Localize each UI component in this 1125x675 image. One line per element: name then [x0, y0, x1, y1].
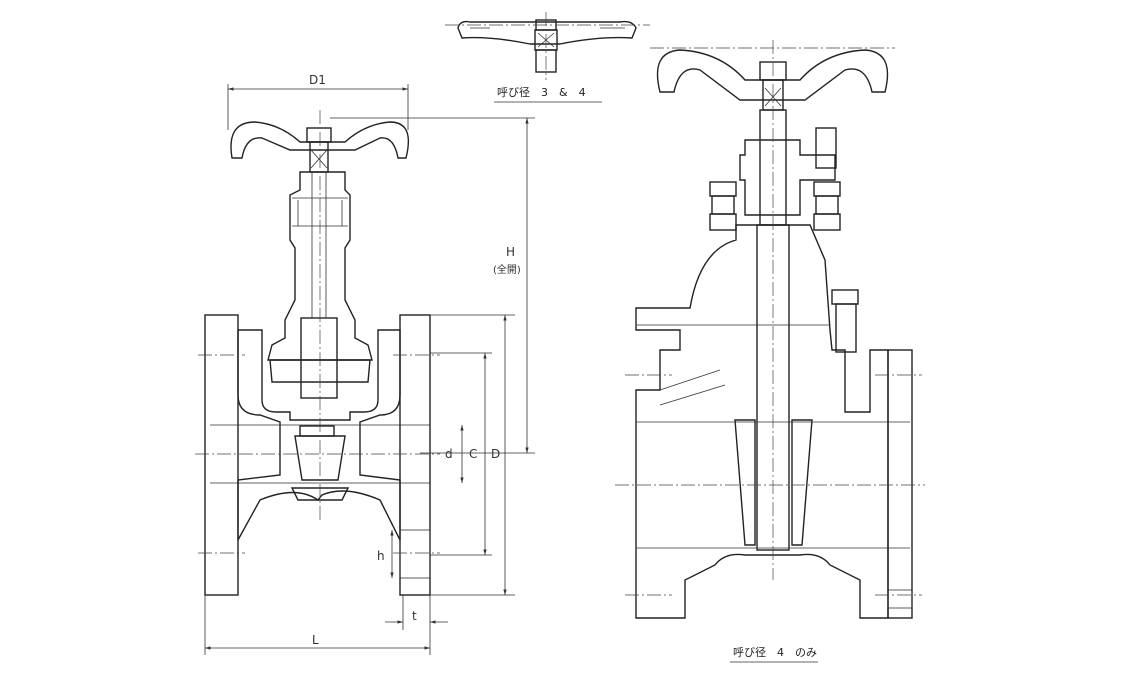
- dim-label-D1: D1: [309, 73, 326, 87]
- dim-label-D: D: [491, 447, 500, 461]
- caption-top-view: 呼び径 3 & 4: [497, 86, 586, 99]
- dimension-lines: [204, 84, 535, 655]
- dim-label-t: t: [412, 609, 417, 623]
- dim-label-d: d: [445, 447, 453, 461]
- dim-label-C: C: [469, 447, 477, 461]
- handwheel-top-view: [445, 12, 650, 80]
- dim-label-H: H: [506, 245, 515, 259]
- gate-valve-front-section: [195, 110, 440, 596]
- dim-label-H-note: (全開): [493, 263, 521, 276]
- dim-label-L: L: [312, 633, 319, 647]
- caption-right-view: 呼び径 4 のみ: [733, 646, 817, 659]
- gate-valve-size4-view: [615, 40, 925, 619]
- dim-label-h: h: [377, 549, 385, 563]
